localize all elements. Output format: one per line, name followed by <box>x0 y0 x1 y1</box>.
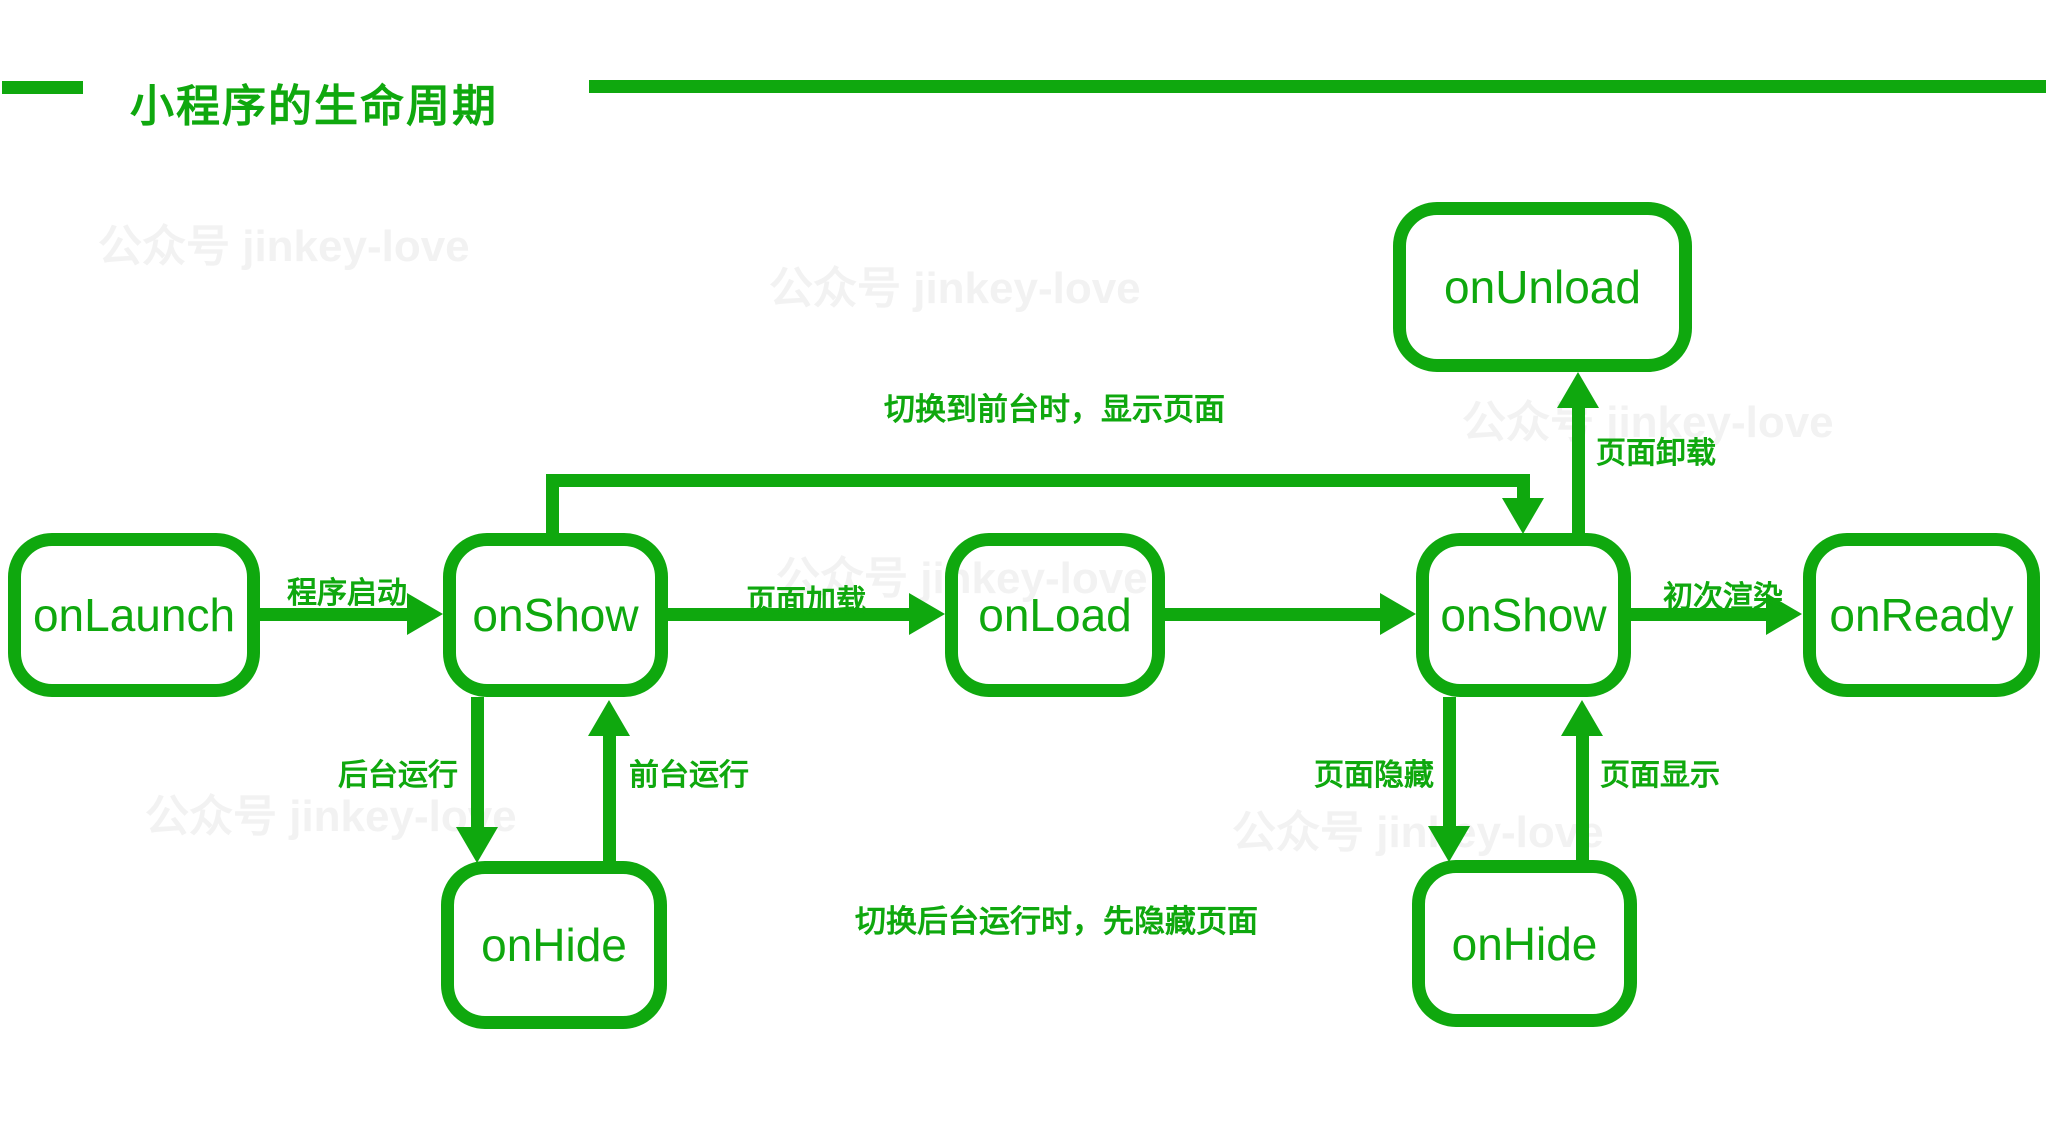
edge-show2-to-ready-line <box>1631 608 1768 621</box>
node-onready: onReady <box>1803 533 2040 697</box>
node-onlaunch-label: onLaunch <box>32 589 236 641</box>
edge-label-hide: 页面隐藏 <box>1314 759 1434 792</box>
edge-label-ready: 初次渲染 <box>1663 581 1783 614</box>
edge-show1-to-show2-line <box>546 474 1530 487</box>
edge-hide-to-show1-line <box>603 734 616 861</box>
edge-show1-to-hide-arrowhead-icon <box>456 827 498 863</box>
watermark: 公众号 jinkey-love <box>769 264 1141 313</box>
watermark: 公众号 jinkey-love <box>145 792 517 841</box>
node-onload: onLoad <box>945 533 1165 697</box>
edge-hide-to-show2-arrowhead-icon <box>1561 700 1603 736</box>
edge-hide-to-show2-line <box>1576 736 1589 860</box>
annotation-to-foreground: 切换到前台时，显示页面 <box>884 392 1225 427</box>
edge-show1-to-show2-stub-right <box>1517 474 1530 500</box>
node-onlaunch: onLaunch <box>8 533 260 697</box>
node-onhide-left: onHide <box>441 861 667 1029</box>
edge-show2-to-unload-line <box>1572 406 1585 533</box>
edge-label-load: 页面加载 <box>746 585 866 618</box>
edge-show2-to-unload-arrowhead-icon <box>1557 372 1599 408</box>
edge-show2-to-hide-arrowhead-icon <box>1428 826 1470 862</box>
node-onshow-page-label: onShow <box>1440 589 1607 641</box>
node-onshow-app: onShow <box>443 533 668 697</box>
edge-show-to-load-arrowhead-icon <box>909 593 945 635</box>
page-title: 小程序的生命周期 <box>130 82 498 131</box>
edge-hide-to-show1-arrowhead-icon <box>588 700 630 736</box>
edge-launch-to-show-line <box>260 608 409 621</box>
edge-show1-to-show2-arrowhead-icon <box>1502 498 1544 534</box>
edge-launch-to-show-arrowhead-icon <box>407 593 443 635</box>
node-onload-label: onLoad <box>978 589 1132 641</box>
edge-label-foreground: 前台运行 <box>629 759 749 792</box>
edge-label-show: 页面显示 <box>1600 759 1720 792</box>
edge-load-to-show2-line <box>1165 608 1381 621</box>
title-dash-left <box>2 81 83 94</box>
edge-label-launch: 程序启动 <box>287 577 407 610</box>
edge-show-to-load-line <box>668 608 911 621</box>
edge-label-unload: 页面卸载 <box>1596 437 1716 470</box>
node-onshow-app-label: onShow <box>472 589 639 641</box>
edge-load-to-show2-arrowhead-icon <box>1380 593 1416 635</box>
edge-show2-to-hide-line <box>1443 697 1456 826</box>
node-onunload: onUnload <box>1393 202 1692 372</box>
node-onshow-page: onShow <box>1416 533 1631 697</box>
node-onunload-label: onUnload <box>1444 261 1641 313</box>
watermark: 公众号 jinkey-love <box>98 222 470 271</box>
watermark: 公众号 jinkey-love <box>1232 808 1604 857</box>
edge-show2-to-ready-arrowhead-icon <box>1766 593 1802 635</box>
node-onready-label: onReady <box>1829 589 2014 641</box>
watermark: 公众号 jinkey-love <box>1462 398 1834 447</box>
edge-show1-to-hide-line <box>471 697 484 827</box>
node-onhide-left-label: onHide <box>481 919 627 971</box>
annotation-to-background: 切换后台运行时，先隐藏页面 <box>855 904 1258 939</box>
node-onhide-right: onHide <box>1412 860 1637 1027</box>
title-rule-right <box>589 80 2046 93</box>
edge-show1-to-show2-stub-left <box>546 474 559 534</box>
edge-label-background: 后台运行 <box>338 759 458 792</box>
node-onhide-right-label: onHide <box>1451 917 1598 970</box>
